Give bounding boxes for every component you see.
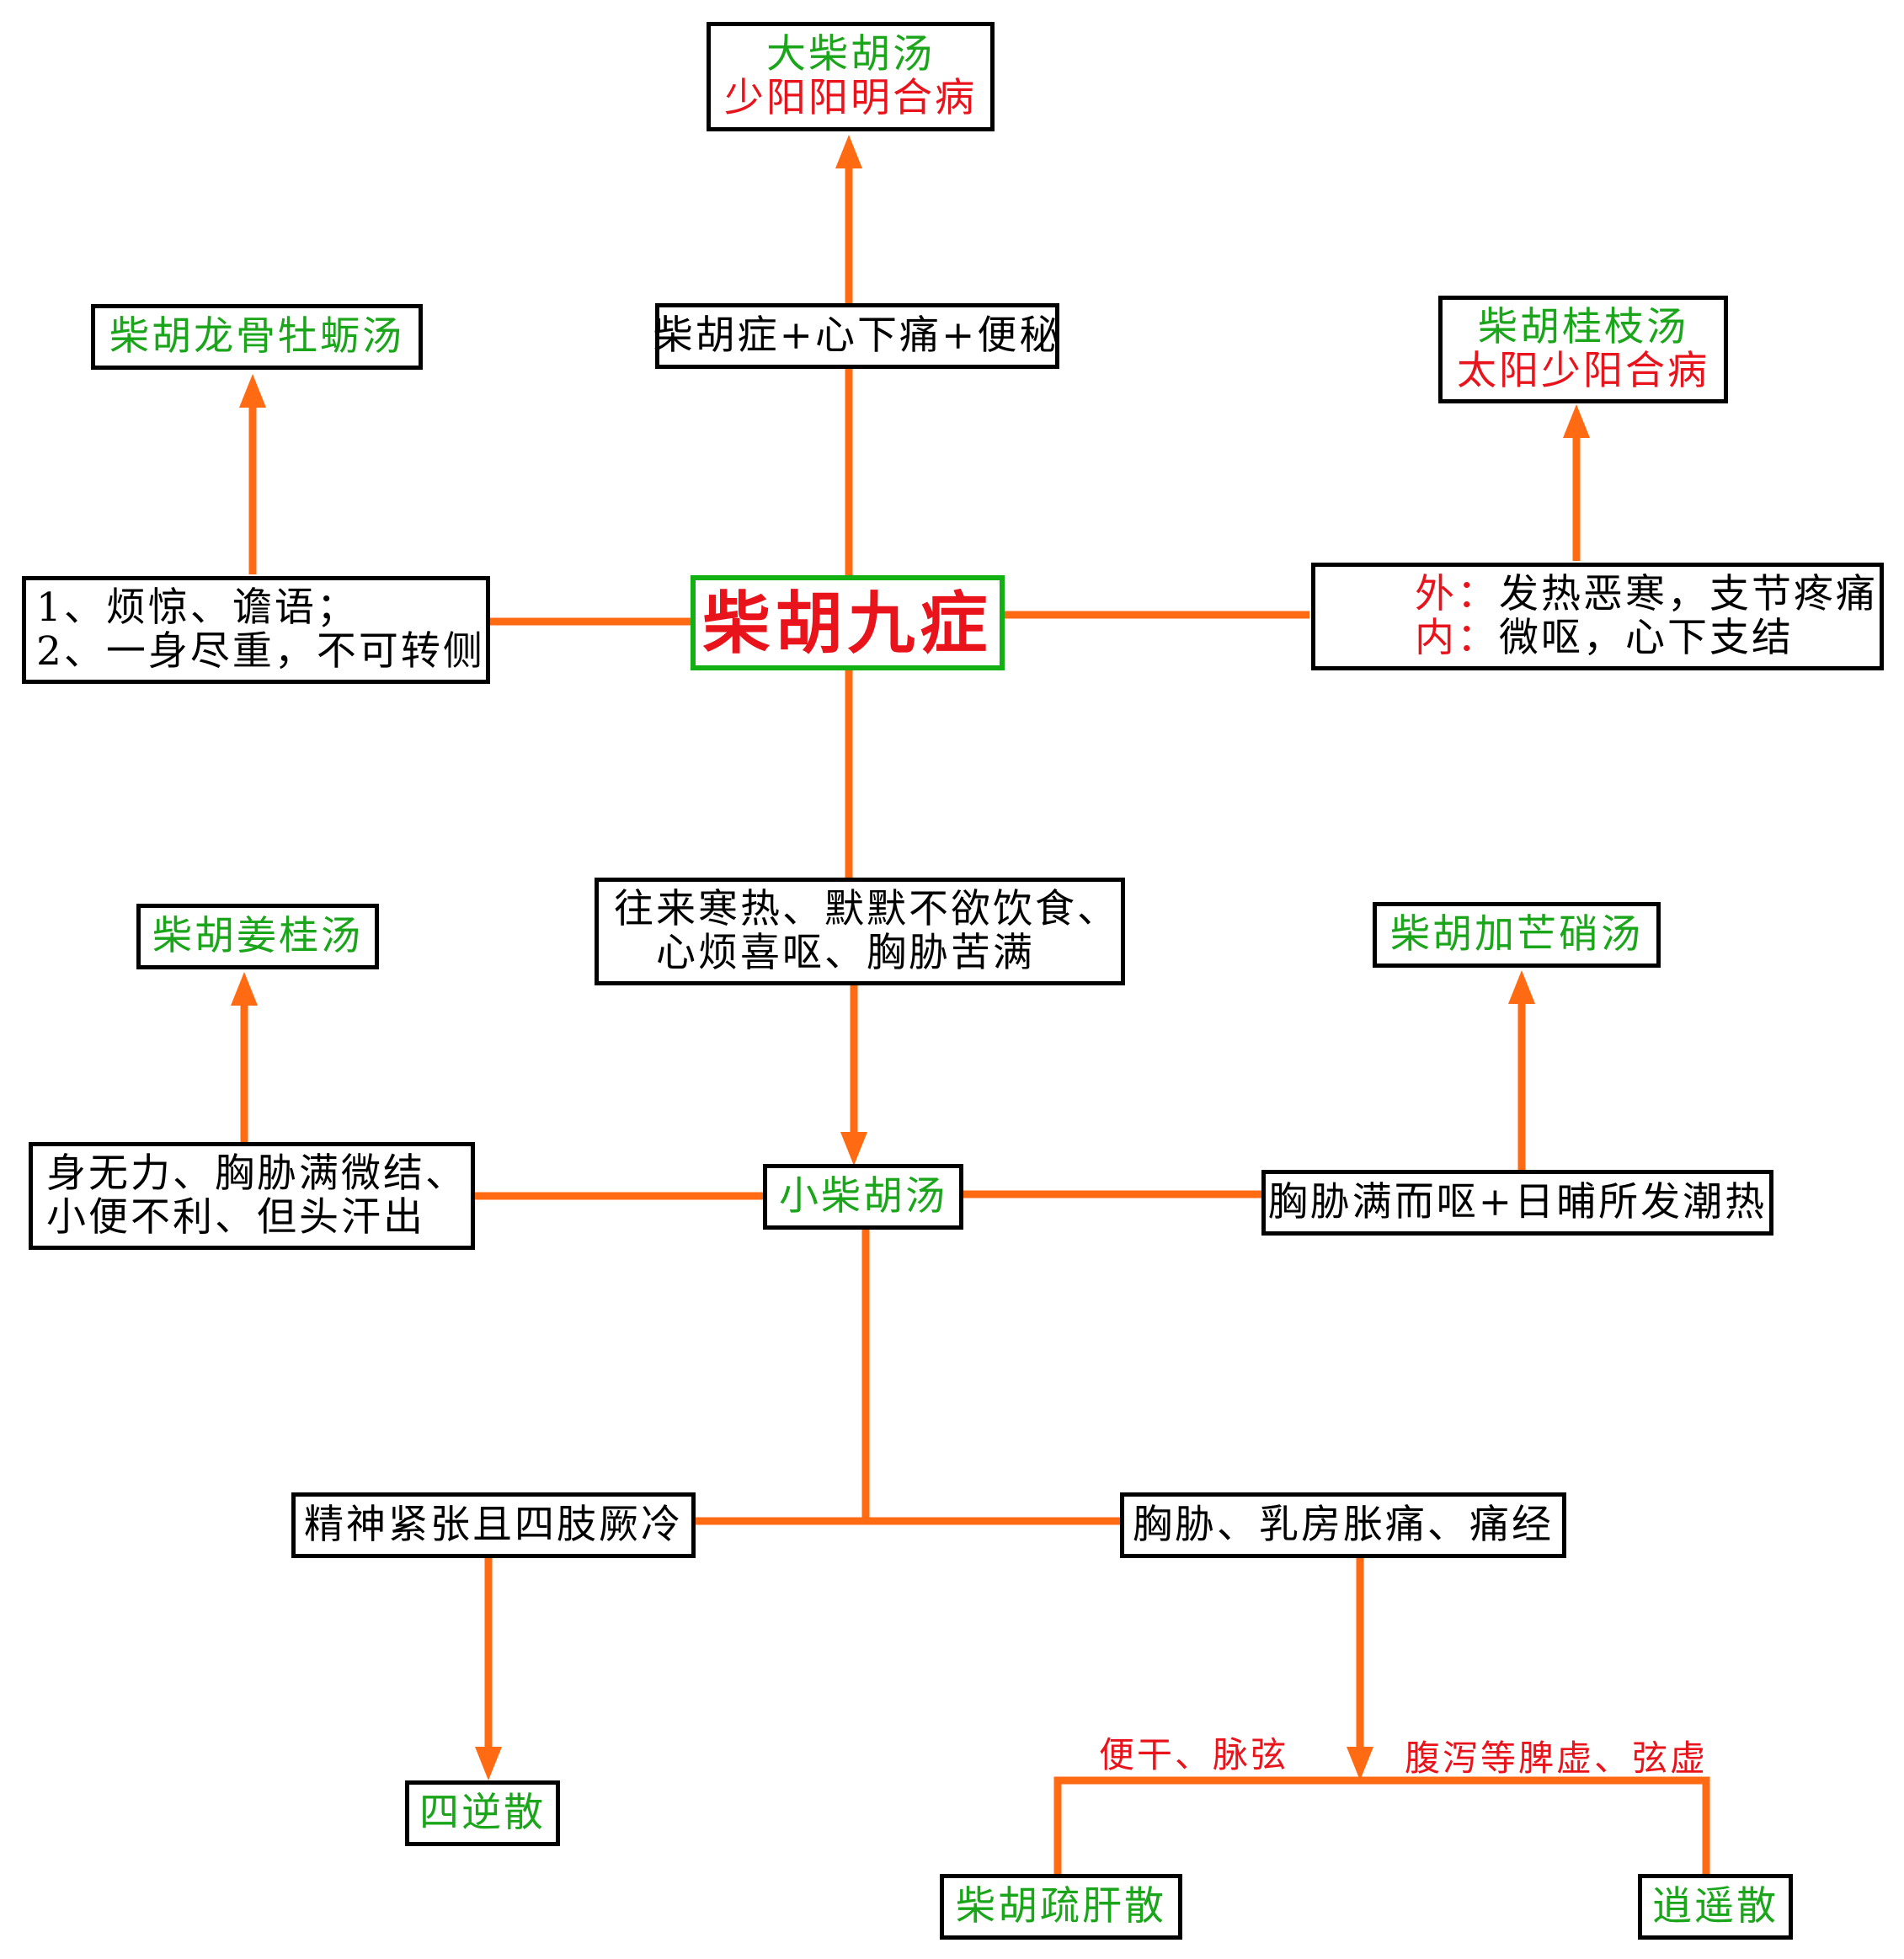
guizhi-symptom-box: 外：发热恶寒，支节疼痛 内：微呕，心下支结	[1311, 563, 1884, 670]
xiaochaihu-box: 小柴胡汤	[763, 1164, 963, 1230]
sini-symptom-box: 精神紧张且四肢厥冷	[291, 1492, 696, 1558]
guizhi-inner-row: 内：微呕，心下支结	[1415, 617, 1794, 660]
guizhi-outer-label: 外：	[1415, 571, 1499, 618]
center-node: 柴胡九症	[691, 575, 1005, 670]
guizhi-disease: 太阳少阳合病	[1457, 348, 1709, 394]
guizhi-outer-text: 发热恶寒，支节疼痛	[1499, 571, 1878, 618]
arrowhead-dachaihu	[835, 135, 862, 168]
sini-symptom: 精神紧张且四肢厥冷	[304, 1502, 683, 1549]
shugan-formula-box: 柴胡疏肝散	[940, 1874, 1182, 1940]
shugan-formula: 柴胡疏肝散	[956, 1883, 1166, 1930]
longgu-formula: 柴胡龙骨牡蛎汤	[109, 313, 404, 360]
dachaihu-disease: 少阳阳明合病	[724, 75, 977, 121]
arrowhead-xiaochaihu	[840, 1132, 867, 1166]
xiaoyao-formula-box: 逍遥散	[1638, 1874, 1793, 1940]
xiaoyao-branch-label: 腹泻等脾虚、弦虚	[1405, 1737, 1709, 1779]
shugan-parent-symptom: 胸胁、乳房胀痛、痛经	[1133, 1502, 1554, 1549]
mangxiao-formula: 柴胡加芒硝汤	[1390, 911, 1643, 958]
arrowhead-ganjiang	[231, 972, 258, 1006]
center-title: 柴胡九症	[702, 583, 993, 663]
ganjiang-symptom-1: 身无力、胸胁满微结、	[46, 1150, 467, 1198]
xiaochaihu: 小柴胡汤	[779, 1173, 947, 1220]
ganjiang-formula-box: 柴胡姜桂汤	[136, 904, 379, 969]
dachaihu-symptom-box: 柴胡症+心下痛+便秘	[653, 303, 1062, 369]
ganjiang-symptom-box: 身无力、胸胁满微结、 小便不利、但头汗出	[29, 1142, 475, 1250]
longgu-symptom-box: 1、烦惊、谵语； 2、一身尽重，不可转侧	[22, 576, 490, 684]
line-split-to-shugan	[1053, 1776, 1360, 1874]
guizhi-outer-row: 外：发热恶寒，支节疼痛	[1415, 573, 1878, 617]
dachaihu-symptom: 柴胡症+心下痛+便秘	[653, 312, 1062, 360]
mangxiao-symptom: 胸胁满而呕+日晡所发潮热	[1267, 1179, 1768, 1226]
guizhi-inner-label: 内：	[1415, 615, 1499, 661]
guizhi-inner-text: 微呕，心下支结	[1499, 615, 1794, 661]
xiaoyao-formula: 逍遥散	[1652, 1883, 1779, 1930]
main-symptom-2: 心烦喜呕、胸胁苦满	[656, 930, 1035, 976]
shugan-branch-label: 便干、脉弦	[1099, 1734, 1289, 1775]
shugan-parent-box: 胸胁、乳房胀痛、痛经	[1120, 1492, 1566, 1558]
arrowhead-longgu	[239, 374, 266, 408]
main-symptom-1: 往来寒热、默默不欲饮食、	[614, 886, 1119, 933]
ganjiang-symptom-2: 小便不利、但头汗出	[46, 1194, 425, 1241]
mangxiao-symptom-box: 胸胁满而呕+日晡所发潮热	[1261, 1170, 1773, 1236]
arrowhead-mangxiao	[1508, 970, 1535, 1004]
longgu-symptom-1: 1、烦惊、谵语；	[36, 584, 359, 632]
guizhi-formula-box: 柴胡桂枝汤 太阳少阳合病	[1438, 296, 1728, 403]
guizhi-formula: 柴胡桂枝汤	[1478, 304, 1688, 351]
dachaihu-formula: 大柴胡汤	[766, 31, 935, 78]
main-symptom-box: 往来寒热、默默不欲饮食、 心烦喜呕、胸胁苦满	[595, 878, 1125, 985]
sini-formula: 四逆散	[419, 1790, 546, 1837]
arrowhead-sini	[475, 1747, 502, 1780]
dachaihu-formula-box: 大柴胡汤 少阳阳明合病	[707, 22, 995, 131]
longgu-formula-box: 柴胡龙骨牡蛎汤	[91, 304, 423, 370]
mangxiao-formula-box: 柴胡加芒硝汤	[1373, 902, 1661, 968]
line-split-to-xiaoyao	[1360, 1776, 1710, 1874]
ganjiang-formula: 柴胡姜桂汤	[152, 913, 363, 960]
arrowhead-guizhi	[1563, 404, 1590, 438]
arrowhead-split	[1347, 1747, 1373, 1780]
sini-formula-box: 四逆散	[405, 1780, 560, 1846]
longgu-symptom-2: 2、一身尽重，不可转侧	[36, 628, 485, 675]
